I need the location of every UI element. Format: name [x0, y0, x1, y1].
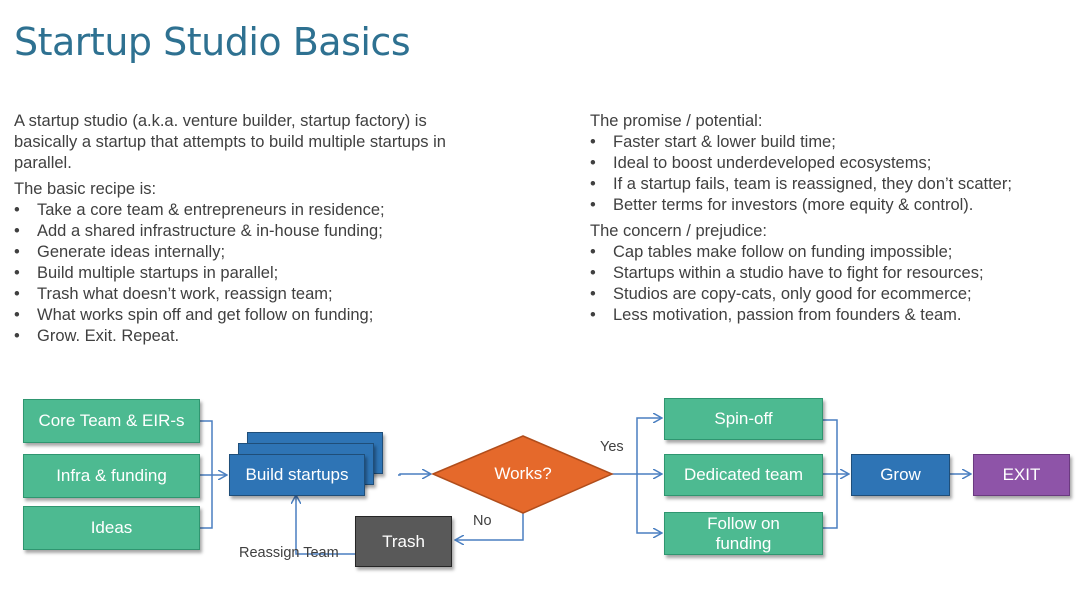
list-item: Studios are copy-cats, only good for eco…: [590, 284, 1060, 305]
list-item: Trash what doesn’t work, reassign team;: [14, 284, 484, 305]
page-title: Startup Studio Basics: [14, 20, 411, 64]
recipe-heading: The basic recipe is:: [14, 180, 157, 198]
dedicated-team-box: Dedicated team: [664, 454, 823, 496]
list-item: Faster start & lower build time;: [590, 132, 1060, 153]
decision-label: Works?: [494, 464, 552, 483]
promise-list: Faster start & lower build time; Ideal t…: [590, 132, 1060, 216]
connector-followon-grow: [823, 474, 838, 529]
connector-ideas: [200, 475, 213, 529]
yes-label: Yes: [600, 439, 624, 455]
connector-core: [200, 420, 213, 475]
right-column: The promise / potential: Faster start & …: [590, 111, 1060, 331]
exit-box: EXIT: [973, 454, 1070, 496]
list-item: Startups within a studio have to fight f…: [590, 263, 1060, 284]
list-item: Build multiple startups in parallel;: [14, 263, 484, 284]
list-item: Better terms for investors (more equity …: [590, 195, 1060, 216]
list-item: Cap tables make follow on funding imposs…: [590, 242, 1060, 263]
core-team-box: Core Team & EIR-s: [23, 399, 200, 443]
connector-spinoff-grow: [823, 419, 838, 474]
concern-list: Cap tables make follow on funding imposs…: [590, 242, 1060, 326]
trash-box: Trash: [355, 516, 452, 567]
intro-paragraph: A startup studio (a.k.a. venture builder…: [14, 112, 446, 172]
connector-build-works: [398, 474, 430, 475]
reassign-team-label: Reassign Team: [239, 545, 339, 561]
connector-followon: [636, 474, 661, 533]
spin-off-box: Spin-off: [664, 398, 823, 440]
recipe-list: Take a core team & entrepreneurs in resi…: [14, 200, 484, 347]
list-item: If a startup fails, team is reassigned, …: [590, 174, 1013, 195]
list-item: Take a core team & entrepreneurs in resi…: [14, 200, 484, 221]
list-item: Less motivation, passion from founders &…: [590, 305, 1060, 326]
concern-heading: The concern / prejudice:: [590, 222, 768, 240]
infra-funding-box: Infra & funding: [23, 454, 200, 498]
connector-reassign: [296, 496, 355, 555]
no-label: No: [473, 513, 492, 529]
decision-diamond: [431, 435, 614, 514]
ideas-box: Ideas: [23, 506, 200, 550]
promise-heading: The promise / potential:: [590, 112, 763, 130]
list-item: What works spin off and get follow on fu…: [14, 305, 484, 326]
list-item: Generate ideas internally;: [14, 242, 484, 263]
build-startups-box: Build startups: [229, 454, 365, 496]
connector-spinoff: [636, 418, 661, 474]
follow-on-funding-box: Follow on funding: [664, 512, 823, 555]
left-column: A startup studio (a.k.a. venture builder…: [14, 111, 484, 352]
list-item: Add a shared infrastructure & in-house f…: [14, 221, 484, 242]
connector-no: [456, 513, 524, 540]
list-item: Grow. Exit. Repeat.: [14, 326, 484, 347]
grow-box: Grow: [851, 454, 950, 496]
list-item: Ideal to boost underdeveloped ecosystems…: [590, 153, 1060, 174]
